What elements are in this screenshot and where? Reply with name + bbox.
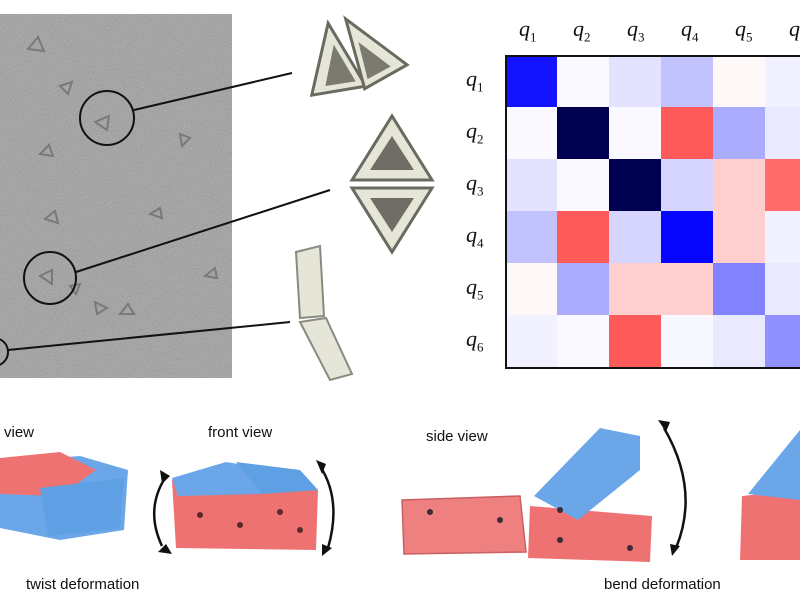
heatmap-cell-r1-c5 (713, 55, 765, 107)
caption-front-view: front view (208, 424, 273, 441)
heatmap-cell-r5-c5 (713, 263, 765, 315)
heatmap-cell-r1-c3 (609, 55, 661, 107)
heatmap-row-label-1: q1 (466, 66, 484, 95)
heatmap-cell-r5-c6 (765, 263, 800, 315)
heatmap-cell-r5-c4 (661, 263, 713, 315)
heatmap-col-label-5: q5 (735, 16, 753, 45)
caption-twist-deformation: twist deformation (26, 576, 140, 593)
micrograph-image (0, 14, 232, 378)
heatmap-cell-r4-c3 (609, 211, 661, 263)
twist-arrow-left (152, 477, 167, 547)
heatmap-cell-r6-c4 (661, 315, 713, 367)
heatmap-cell-r4-c1 (505, 211, 557, 263)
heatmap-cell-r3-c6 (765, 159, 800, 211)
bend-arrow (662, 427, 687, 549)
heatmap-cell-r6-c6 (765, 315, 800, 367)
heatmap-cell-r6-c1 (505, 315, 557, 367)
heatmap-col-label-1: q1 (519, 16, 537, 45)
heatmap-col-label-2: q2 (573, 16, 591, 45)
heatmap-cell-r6-c3 (609, 315, 661, 367)
heatmap-cell-r4-c4 (661, 211, 713, 263)
heatmap-cell-r3-c1 (505, 159, 557, 211)
caption-side-view: side view (426, 428, 488, 445)
heatmap-cell-r3-c2 (557, 159, 609, 211)
heatmap-cell-r2-c5 (713, 107, 765, 159)
caption-bend-deformation: bend deformation (604, 576, 721, 593)
heatmap-cell-r4-c2 (557, 211, 609, 263)
heatmap-cell-r2-c4 (661, 107, 713, 159)
heatmap-row-label-6: q6 (466, 326, 484, 355)
heatmap-cell-r2-c6 (765, 107, 800, 159)
model-column-side-view (294, 244, 354, 382)
caption-view: view (4, 424, 35, 441)
heatmap-cell-r3-c4 (661, 159, 713, 211)
heatmap-row-label-5: q5 (466, 274, 484, 303)
heatmap-border (505, 55, 800, 369)
heatmap-cell-r2-c1 (505, 107, 557, 159)
heatmap-row-label-4: q4 (466, 222, 484, 251)
heatmap-cell-r3-c5 (713, 159, 765, 211)
model-triangle-pair-stacked (349, 113, 435, 255)
heatmap-grid (505, 55, 800, 369)
model-bend-right (740, 430, 800, 560)
heatmap-cell-r1-c2 (557, 55, 609, 107)
heatmap-cell-r1-c1 (505, 55, 557, 107)
heatmap-cell-r4-c5 (713, 211, 765, 263)
heatmap-cell-r5-c1 (505, 263, 557, 315)
model-bend-side (401, 428, 652, 562)
heatmap-cell-r1-c6 (765, 55, 800, 107)
heatmap-cell-r5-c3 (609, 263, 661, 315)
correlation-heatmap (505, 55, 800, 370)
heatmap-col-label-6: q6 (789, 16, 800, 41)
model-twist-side (0, 452, 128, 540)
heatmap-col-label-4: q4 (681, 16, 699, 45)
heatmap-row-label-2: q2 (466, 118, 484, 147)
twist-arrow-right (318, 465, 335, 549)
heatmap-row-label-3: q3 (466, 170, 484, 199)
model-twist-front (172, 462, 318, 550)
model-triangle-pair-tilted (309, 15, 410, 98)
heatmap-cell-r6-c2 (557, 315, 609, 367)
heatmap-col-label-3: q3 (627, 16, 645, 45)
heatmap-cell-r2-c3 (609, 107, 661, 159)
heatmap-cell-r3-c3 (609, 159, 661, 211)
heatmap-cell-r2-c2 (557, 107, 609, 159)
heatmap-cell-r5-c2 (557, 263, 609, 315)
heatmap-cell-r1-c4 (661, 55, 713, 107)
heatmap-cell-r4-c6 (765, 211, 800, 263)
heatmap-cell-r6-c5 (713, 315, 765, 367)
